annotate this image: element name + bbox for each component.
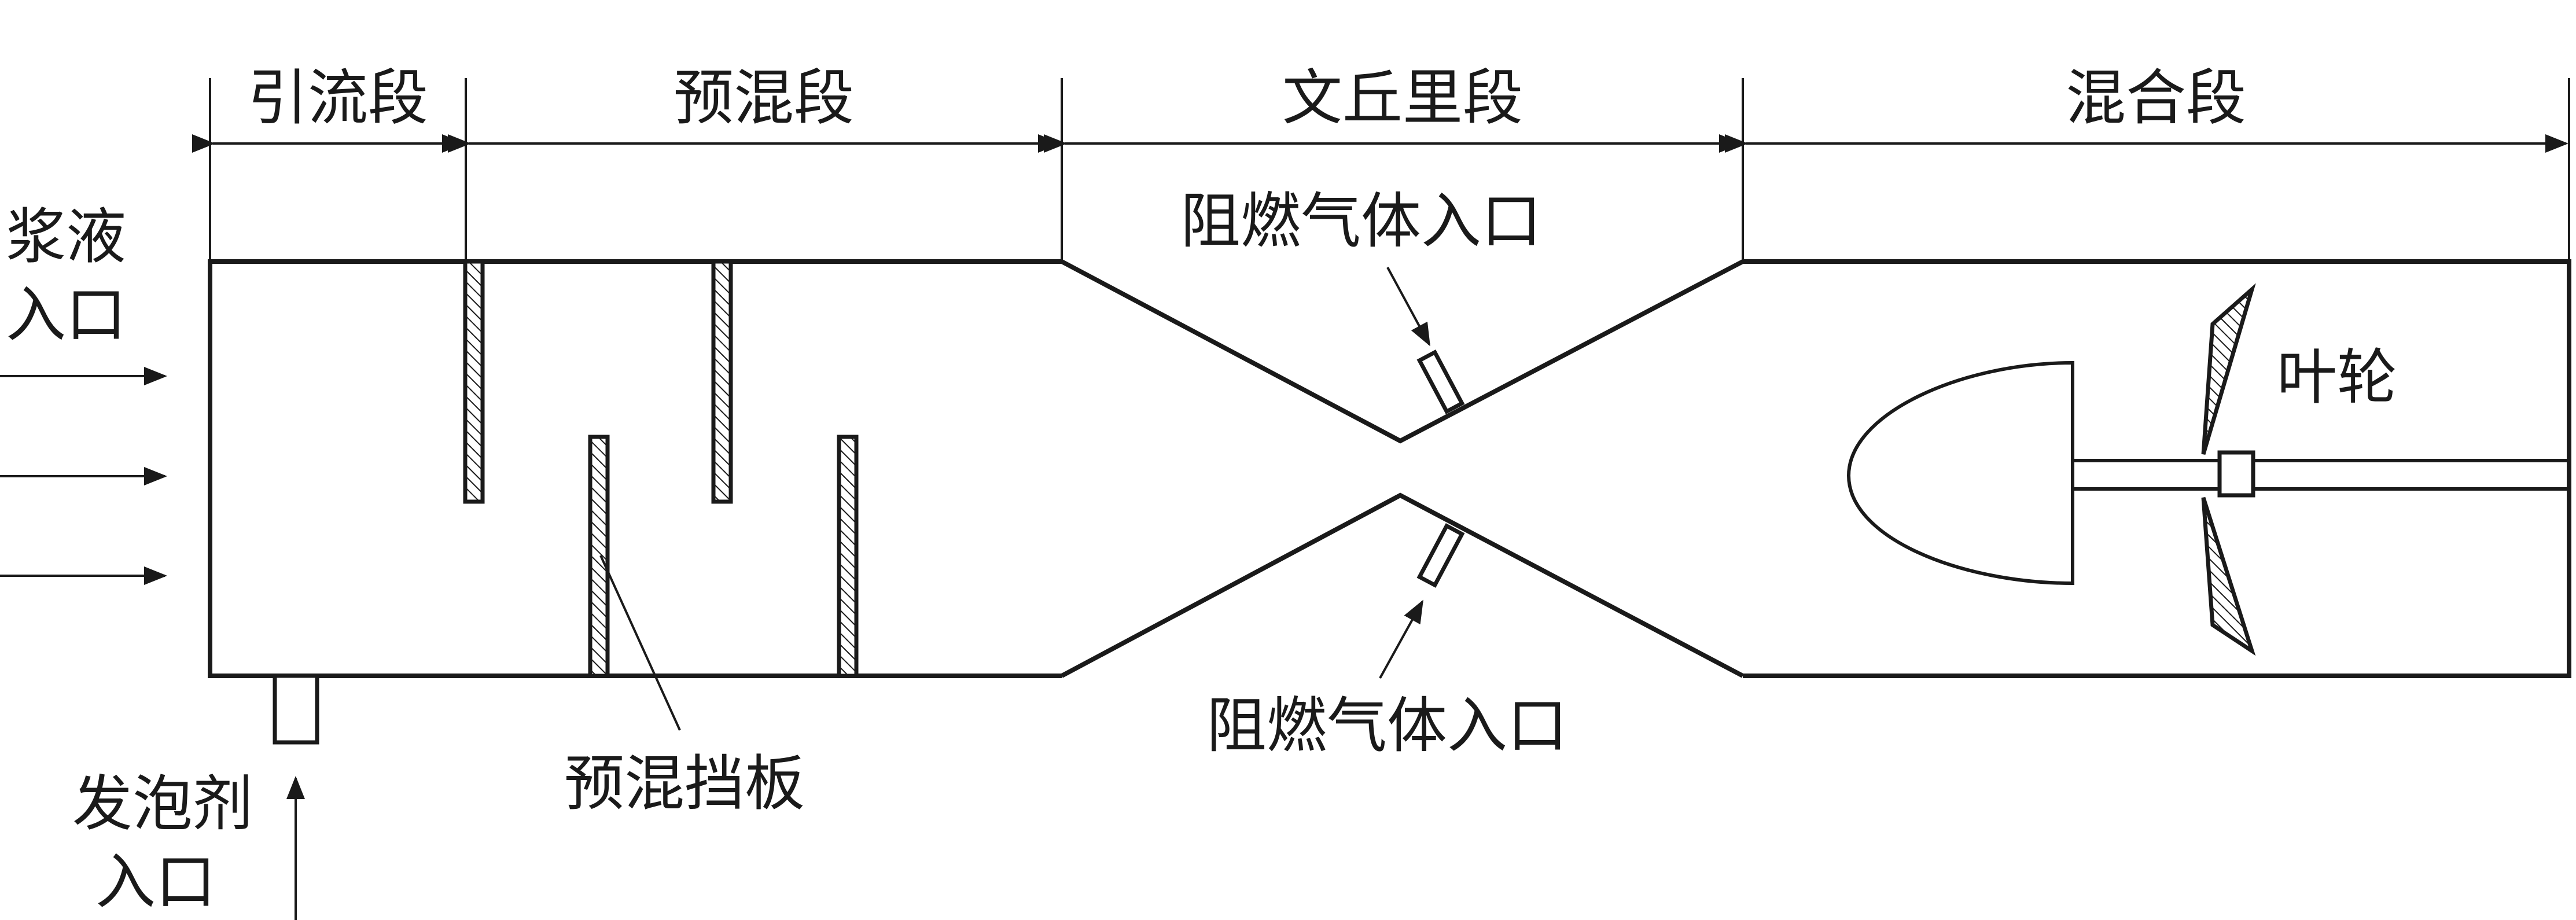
- impeller-blade-bottom: [2201, 496, 2256, 656]
- premix-baffles: [463, 259, 859, 678]
- slurry-inlet-label-line1: 浆液: [6, 201, 126, 272]
- section-label-intake: 引流段: [248, 62, 428, 133]
- impeller-blade-top: [2201, 283, 2256, 455]
- vessel-outline: [208, 259, 2571, 678]
- slurry-inlet-label-line2: 入口: [6, 279, 126, 350]
- retardant-gas-inlet-bottom: [1379, 523, 1465, 679]
- hub: [1846, 360, 2074, 586]
- section-label-mixing: 混合段: [2066, 62, 2246, 133]
- impeller-assembly: [1846, 283, 2569, 656]
- baffle-leader-line: [599, 555, 681, 731]
- baffle-bottom-1: [588, 435, 610, 678]
- retardant-gas-inlet-top-label: 阻燃气体入口: [1180, 186, 1541, 256]
- slurry-inlet-arrows: [0, 367, 167, 585]
- retardant-gas-inlet-bottom-label: 阻燃气体入口: [1206, 690, 1567, 761]
- foaming-agent-inlet-pipe: [273, 674, 319, 920]
- baffle-bottom-2: [837, 435, 859, 678]
- baffle-top-1: [463, 259, 485, 504]
- baffle-top-2: [711, 259, 733, 504]
- impeller-label: 叶轮: [2277, 342, 2397, 413]
- impeller-hub: [2217, 450, 2255, 498]
- premix-baffle-label: 预混挡板: [564, 748, 805, 819]
- section-label-venturi: 文丘里段: [1282, 62, 1523, 133]
- foaming-agent-label-line2: 入口: [95, 847, 216, 917]
- section-dimension-lines: [192, 78, 2570, 263]
- foaming-agent-label-line1: 发泡剂: [72, 768, 253, 839]
- retardant-gas-inlet-top: [1386, 267, 1465, 414]
- section-label-premix: 预混段: [674, 62, 854, 133]
